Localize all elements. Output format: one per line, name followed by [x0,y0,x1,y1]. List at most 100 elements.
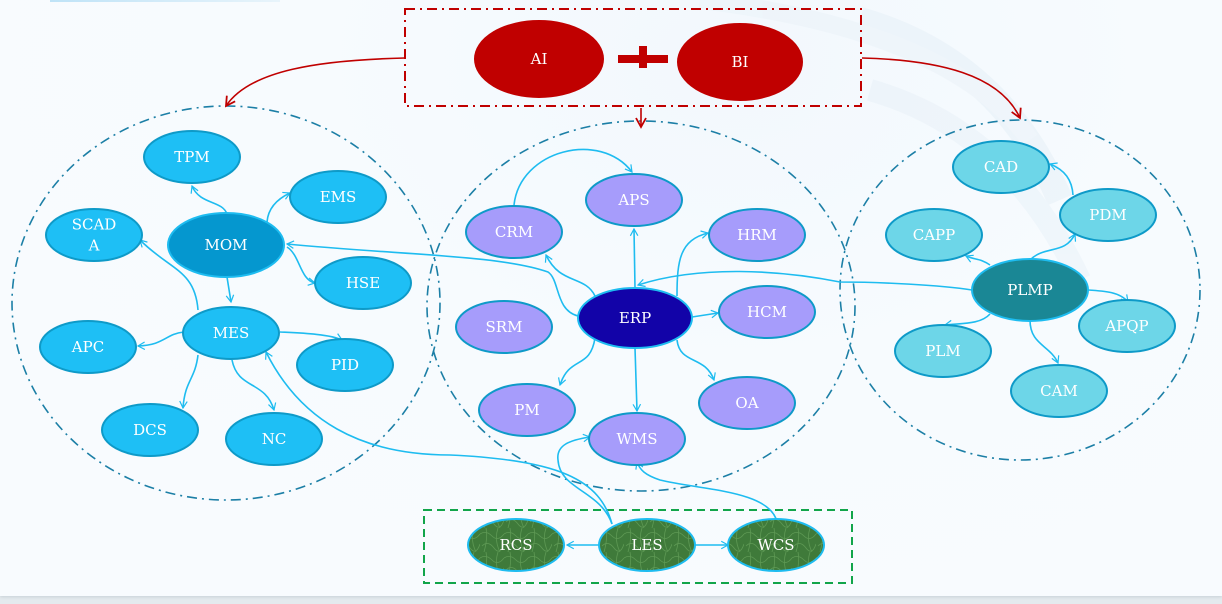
node-plmp-hub[interactable]: PLMP [971,258,1089,322]
edge-aibi-to-plmp [861,57,1022,120]
node-hse[interactable]: HSE [314,256,412,310]
edge-mom-ems [266,191,292,223]
node-shape [718,285,816,339]
node-shape [478,383,576,437]
edge-mes-apc [136,331,185,351]
node-label: APS [617,191,649,209]
plus-operator-icon [618,46,668,68]
node-shape [1010,364,1108,418]
node-shape [101,403,199,457]
node-wms[interactable]: WMS [588,412,686,466]
node-label: HCM [747,303,787,321]
node-label: CAM [1040,382,1078,400]
node-shape [598,518,696,572]
node-label: PLMP [1007,281,1053,299]
node-oa[interactable]: OA [698,376,796,430]
node-wcs-logistics[interactable]: WCS [727,518,825,572]
node-label: SRM [486,318,523,336]
node-shape [677,23,803,101]
node-label: OA [735,394,758,412]
node-hrm[interactable]: HRM [708,208,806,262]
node-rcs-logistics[interactable]: RCS [467,518,565,572]
node-srm[interactable]: SRM [455,300,553,354]
node-pid[interactable]: PID [296,338,394,392]
node-label: WCS [757,536,794,554]
decorative-band [50,0,280,2]
node-shape [894,324,992,378]
node-mes[interactable]: MES [182,306,280,360]
node-label: MOM [204,236,247,254]
node-pm[interactable]: PM [478,383,576,437]
edge-mes-dcs [179,354,199,410]
edge-erp-aps [629,227,639,289]
node-shape [225,412,323,466]
node-label: APC [71,338,104,356]
node-label: AI [530,50,548,68]
edge-mom-mes [225,276,235,304]
logistics-group-box [423,509,853,584]
node-ems[interactable]: EMS [289,170,387,224]
node-label: EMS [320,188,357,206]
node-shape [952,140,1050,194]
node-label: BI [732,53,749,71]
node-shape [289,170,387,224]
node-label: CAD [984,158,1018,176]
plmp-cluster-boundary [839,119,1201,461]
edge-erp-oa [676,339,716,382]
node-les-logistics[interactable]: LES [598,518,696,572]
node-shape [885,208,983,262]
edge-crm-aps [513,148,633,206]
node-erp-hub[interactable]: ERP [577,287,693,349]
node-capp[interactable]: CAPP [885,208,983,262]
node-hcm[interactable]: HCM [718,285,816,339]
node-label: NC [262,430,287,448]
node-nc[interactable]: NC [225,412,323,466]
node-mom-hub[interactable]: MOM [167,212,285,278]
edge-plmp-pdm [1029,232,1077,261]
node-shape [1059,188,1157,242]
edge-mom-tpm [190,184,228,215]
node-label: APQP [1104,317,1148,335]
node-shape [971,258,1089,322]
edge-plmp-capp [964,254,991,266]
node-shape [474,20,604,98]
node-apc[interactable]: APC [39,320,137,374]
node-cad[interactable]: CAD [952,140,1050,194]
node-aps[interactable]: APS [585,173,683,227]
node-label: WMS [616,430,657,448]
node-apqp[interactable]: APQP [1078,299,1176,353]
node-label: CAPP [913,226,956,244]
node-label: CRM [495,223,533,241]
node-label: PDM [1089,206,1126,224]
node-crm[interactable]: CRM [465,205,563,259]
node-plm[interactable]: PLM [894,324,992,378]
edge-erp-wms [632,347,642,413]
node-label: LES [631,536,662,554]
node-label: PLM [925,342,960,360]
node-shape [167,212,285,278]
node-label: SCAD [72,216,117,234]
node-shape [465,205,563,259]
node-shape [296,338,394,392]
edge-erp-crm [544,253,596,297]
connectors [136,148,1129,550]
node-shape [708,208,806,262]
node-shape [585,173,683,227]
ai-bi-group-box [404,8,862,107]
edge-pdm-cad [1048,162,1074,196]
node-shape [467,518,565,572]
node-shape [314,256,412,310]
node-shape [455,300,553,354]
node-ai-title[interactable]: AI [474,20,604,98]
edge-erp-hrm [676,230,710,297]
node-dcs[interactable]: DCS [101,403,199,457]
node-label: ERP [619,309,651,327]
node-bi-title[interactable]: BI [677,23,803,101]
edge-erp-pm [557,337,596,387]
node-label: PID [331,356,359,374]
edge-wcs-wms [635,460,778,523]
node-pdm[interactable]: PDM [1059,188,1157,242]
node-cam[interactable]: CAM [1010,364,1108,418]
node-tpm[interactable]: TPM [143,130,241,184]
